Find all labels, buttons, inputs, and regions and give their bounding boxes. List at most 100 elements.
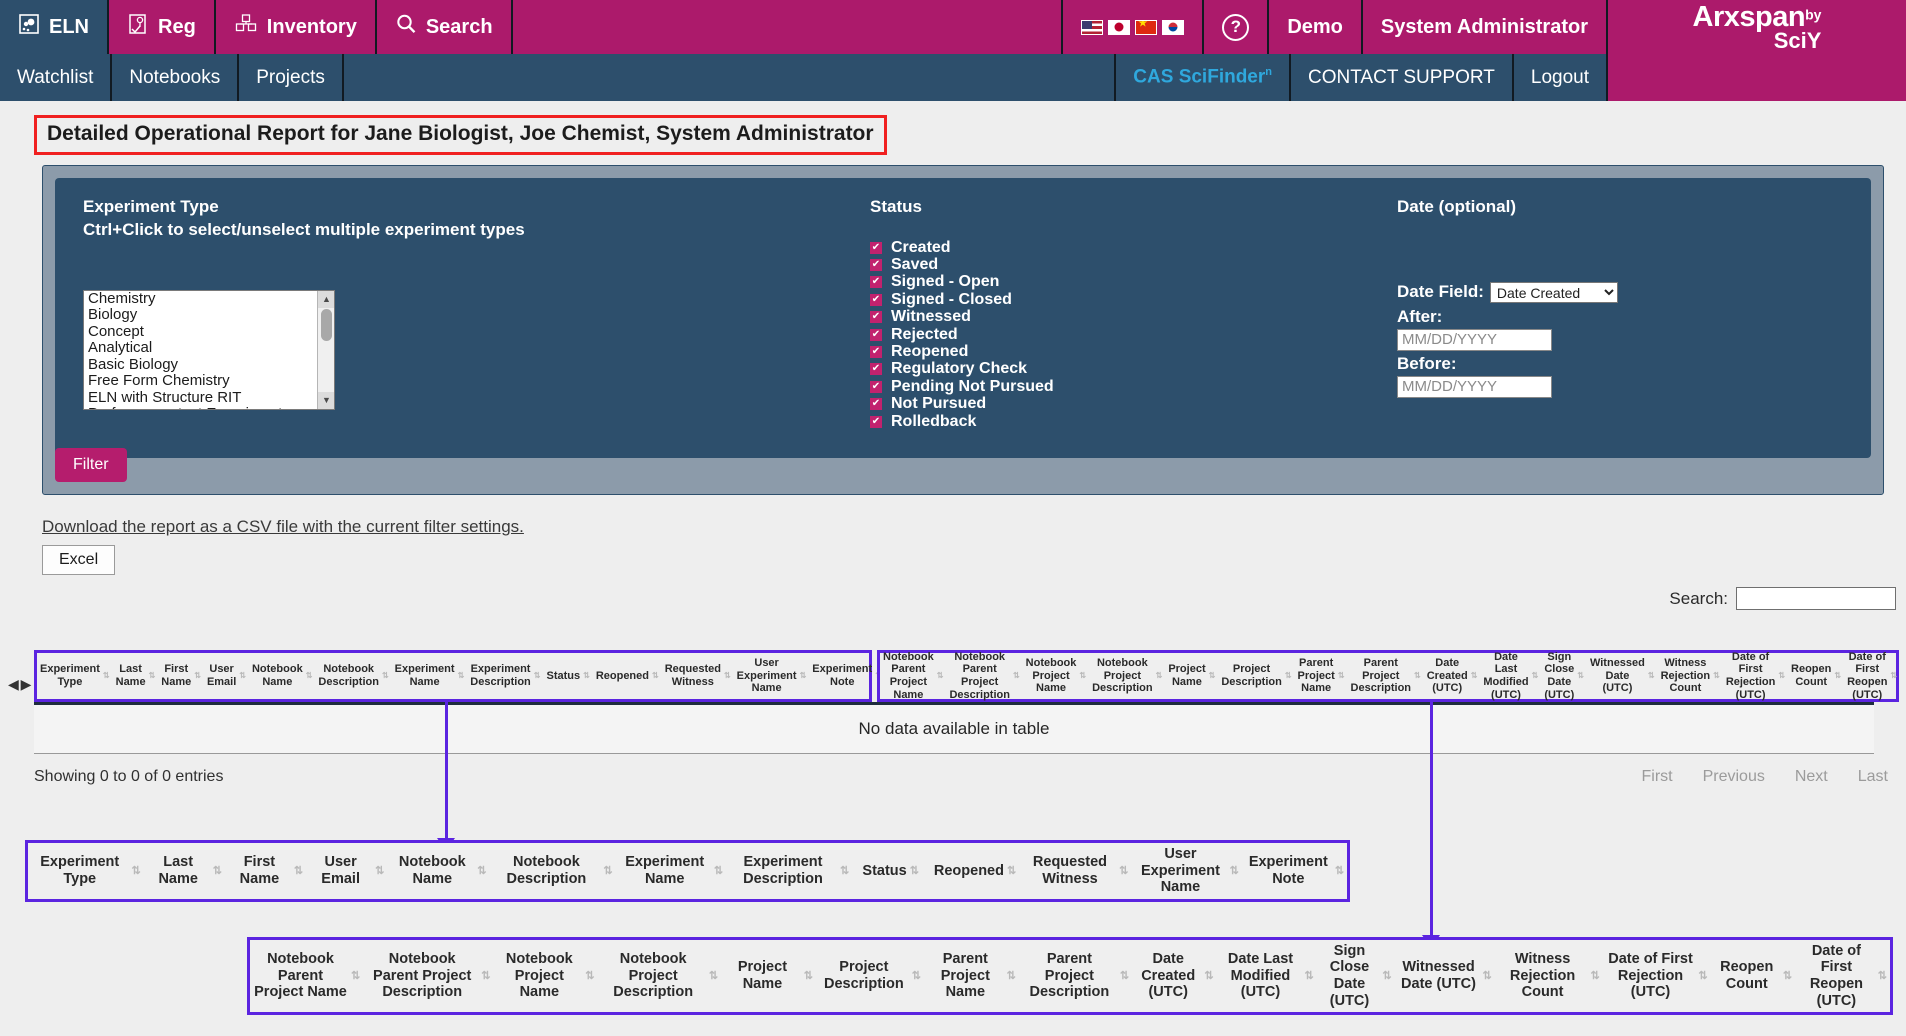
status-checkbox-row[interactable]: ✔Not Pursued bbox=[870, 395, 1200, 412]
language-flags[interactable] bbox=[1063, 0, 1204, 54]
col-header-requested-witness[interactable]: Requested Witness⇅ bbox=[662, 653, 734, 699]
status-checkbox-row[interactable]: ✔Signed - Closed bbox=[870, 291, 1200, 308]
col-header-date-last-modified[interactable]: Date Last Modified (UTC)⇅ bbox=[1480, 653, 1541, 699]
logout-link[interactable]: Logout bbox=[1514, 54, 1608, 101]
col-header-user-email[interactable]: User Email⇅ bbox=[204, 653, 249, 699]
subnav-item-watchlist[interactable]: Watchlist bbox=[0, 54, 112, 101]
experiment-type-option[interactable]: Analytical bbox=[84, 340, 334, 357]
col-header-experiment-note[interactable]: Experiment Note⇅ bbox=[809, 653, 885, 699]
callout-col-experiment-type[interactable]: Experiment Type⇅ bbox=[28, 843, 144, 899]
col-header-date-created[interactable]: Date Created (UTC)⇅ bbox=[1424, 653, 1481, 699]
callout-col-notebook-description[interactable]: Notebook Description⇅ bbox=[489, 843, 615, 899]
col-header-last-name[interactable]: Last Name⇅ bbox=[113, 653, 159, 699]
callout-col-notebook-project-name[interactable]: Notebook Project Name⇅ bbox=[493, 940, 597, 1012]
pagination-first[interactable]: First bbox=[1641, 768, 1672, 786]
col-header-notebook-parent-project-name[interactable]: Notebook Parent Project Name⇅ bbox=[880, 653, 946, 699]
col-header-date-of-first-rejection[interactable]: Date of First Rejection (UTC)⇅ bbox=[1723, 653, 1788, 699]
callout-col-parent-project-name[interactable]: Parent Project Name⇅ bbox=[924, 940, 1019, 1012]
callout-col-requested-witness[interactable]: Requested Witness⇅ bbox=[1021, 843, 1131, 899]
checkbox-checked-icon[interactable]: ✔ bbox=[870, 259, 882, 271]
experiment-type-option[interactable]: ELN with Structure RIT bbox=[84, 390, 334, 407]
checkbox-checked-icon[interactable]: ✔ bbox=[870, 346, 882, 358]
callout-col-date-of-first-reopen[interactable]: Date of First Reopen (UTC)⇅ bbox=[1795, 940, 1890, 1012]
experiment-type-option[interactable]: Biology bbox=[84, 307, 334, 324]
subnav-item-projects[interactable]: Projects bbox=[239, 54, 344, 101]
experiment-type-listbox[interactable]: Chemistry Biology Concept Analytical Bas… bbox=[83, 290, 335, 410]
user-menu[interactable]: System Administrator bbox=[1363, 0, 1608, 54]
callout-col-reopened[interactable]: Reopened⇅ bbox=[929, 843, 1021, 899]
experiment-type-option[interactable]: Chemistry bbox=[84, 291, 334, 308]
nav-item-inventory[interactable]: Inventory bbox=[216, 0, 377, 54]
checkbox-checked-icon[interactable]: ✔ bbox=[870, 363, 882, 375]
experiment-type-option[interactable]: Concept bbox=[84, 324, 334, 341]
experiment-type-option[interactable]: Basic Biology bbox=[84, 357, 334, 374]
callout-col-reopen-count[interactable]: Reopen Count⇅ bbox=[1711, 940, 1795, 1012]
callout-col-user-experiment-name[interactable]: User Experiment Name⇅ bbox=[1131, 843, 1241, 899]
status-checkbox-row[interactable]: ✔Reopened bbox=[870, 343, 1200, 360]
callout-col-notebook-project-description[interactable]: Notebook Project Description⇅ bbox=[597, 940, 721, 1012]
callout-col-witnessed-date[interactable]: Witnessed Date (UTC)⇅ bbox=[1395, 940, 1495, 1012]
callout-col-status[interactable]: Status⇅ bbox=[852, 843, 929, 899]
flag-jp-icon[interactable] bbox=[1108, 20, 1130, 35]
status-checkbox-row[interactable]: ✔Rejected bbox=[870, 326, 1200, 343]
col-header-witnessed-date[interactable]: Witnessed Date (UTC)⇅ bbox=[1587, 653, 1658, 699]
search-input[interactable] bbox=[1736, 587, 1896, 610]
callout-col-witness-rejection-count[interactable]: Witness Rejection Count⇅ bbox=[1495, 940, 1603, 1012]
callout-col-notebook-name[interactable]: Notebook Name⇅ bbox=[387, 843, 489, 899]
callout-col-user-email[interactable]: User Email⇅ bbox=[306, 843, 387, 899]
status-checkbox-row[interactable]: ✔Rolledback bbox=[870, 413, 1200, 430]
callout-col-parent-project-description[interactable]: Parent Project Description⇅ bbox=[1019, 940, 1132, 1012]
callout-col-sign-close-date[interactable]: Sign Close Date (UTC)⇅ bbox=[1317, 940, 1395, 1012]
help-button[interactable]: ? bbox=[1204, 0, 1269, 54]
status-checkbox-row[interactable]: ✔Signed - Open bbox=[870, 274, 1200, 291]
scroll-down-arrow-icon[interactable]: ▼ bbox=[318, 392, 335, 409]
col-header-notebook-name[interactable]: Notebook Name⇅ bbox=[249, 653, 315, 699]
excel-export-button[interactable]: Excel bbox=[42, 545, 115, 575]
callout-col-experiment-note[interactable]: Experiment Note⇅ bbox=[1242, 843, 1347, 899]
callout-col-first-name[interactable]: First Name⇅ bbox=[225, 843, 306, 899]
horizontal-scroll-arrows-icon[interactable]: ◀ ▶ bbox=[8, 676, 30, 693]
col-header-user-experiment-name[interactable]: User Experiment Name⇅ bbox=[734, 653, 810, 699]
pagination-last[interactable]: Last bbox=[1858, 768, 1888, 786]
col-header-notebook-project-name[interactable]: Notebook Project Name⇅ bbox=[1023, 653, 1089, 699]
filter-button[interactable]: Filter bbox=[55, 448, 127, 482]
status-checkbox-row[interactable]: ✔Witnessed bbox=[870, 309, 1200, 326]
col-header-status[interactable]: Status⇅ bbox=[543, 653, 592, 699]
experiment-type-option[interactable]: Free Form Chemistry bbox=[84, 373, 334, 390]
col-header-notebook-parent-project-description[interactable]: Notebook Parent Project Description⇅ bbox=[946, 653, 1022, 699]
nav-item-eln[interactable]: ELN bbox=[0, 0, 109, 54]
checkbox-checked-icon[interactable]: ✔ bbox=[870, 294, 882, 306]
before-date-input[interactable] bbox=[1397, 376, 1552, 398]
subnav-item-notebooks[interactable]: Notebooks bbox=[112, 54, 239, 101]
col-header-notebook-project-description[interactable]: Notebook Project Description⇅ bbox=[1089, 653, 1165, 699]
col-header-experiment-name[interactable]: Experiment Name⇅ bbox=[392, 653, 468, 699]
status-checkbox-row[interactable]: ✔Created bbox=[870, 239, 1200, 256]
checkbox-checked-icon[interactable]: ✔ bbox=[870, 416, 882, 428]
nav-item-search[interactable]: Search bbox=[377, 0, 513, 54]
pagination-next[interactable]: Next bbox=[1795, 768, 1828, 786]
callout-col-date-last-modified[interactable]: Date Last Modified (UTC)⇅ bbox=[1217, 940, 1317, 1012]
status-checkbox-row[interactable]: ✔Saved bbox=[870, 256, 1200, 273]
status-checkbox-row[interactable]: ✔Regulatory Check bbox=[870, 361, 1200, 378]
col-header-reopened[interactable]: Reopened⇅ bbox=[593, 653, 662, 699]
flag-us-icon[interactable] bbox=[1081, 20, 1103, 35]
date-field-select[interactable]: Date Created Date Last Modified Sign Clo… bbox=[1490, 282, 1618, 303]
flag-cn-icon[interactable] bbox=[1135, 20, 1157, 35]
callout-col-date-created[interactable]: Date Created (UTC)⇅ bbox=[1132, 940, 1216, 1012]
col-header-notebook-description[interactable]: Notebook Description⇅ bbox=[315, 653, 391, 699]
col-header-experiment-description[interactable]: Experiment Description⇅ bbox=[467, 653, 543, 699]
flag-kr-icon[interactable] bbox=[1162, 20, 1184, 35]
checkbox-checked-icon[interactable]: ✔ bbox=[870, 381, 882, 393]
contact-support-link[interactable]: CONTACT SUPPORT bbox=[1291, 54, 1514, 101]
nav-item-reg[interactable]: Reg bbox=[109, 0, 216, 54]
callout-col-project-description[interactable]: Project Description⇅ bbox=[816, 940, 924, 1012]
experiment-type-option[interactable]: Performance test Experiment bbox=[84, 406, 334, 410]
pagination-previous[interactable]: Previous bbox=[1703, 768, 1765, 786]
after-date-input[interactable] bbox=[1397, 329, 1552, 351]
scroll-up-arrow-icon[interactable]: ▲ bbox=[318, 291, 335, 308]
col-header-witness-rejection-count[interactable]: Witness Rejection Count⇅ bbox=[1658, 653, 1723, 699]
checkbox-checked-icon[interactable]: ✔ bbox=[870, 398, 882, 410]
col-header-project-name[interactable]: Project Name⇅ bbox=[1165, 653, 1218, 699]
col-header-first-name[interactable]: First Name⇅ bbox=[158, 653, 204, 699]
callout-col-notebook-parent-project-description[interactable]: Notebook Parent Project Description⇅ bbox=[363, 940, 493, 1012]
